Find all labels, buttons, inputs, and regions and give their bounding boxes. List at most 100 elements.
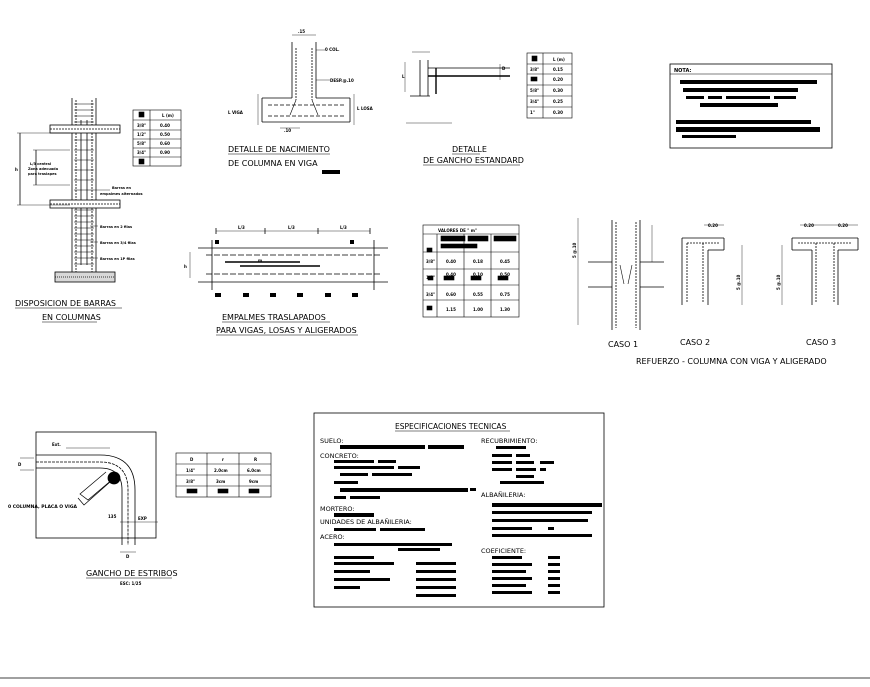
- col-table-cell: 0.60: [160, 141, 170, 146]
- column-note-1: L/3 central: [30, 162, 51, 166]
- case1-side: 5 @.10: [572, 243, 577, 258]
- specs-title: ESPECIFICACIONES TECNICAS: [395, 422, 507, 431]
- birth-dim-bottom: .10: [284, 128, 291, 133]
- column-stirrup-3: Barras en 1P filas: [100, 257, 135, 261]
- stirrup-label-col: 0 COLUMNA, PLACA O VIGA: [8, 504, 78, 510]
- values-cell: 0.18: [473, 259, 483, 264]
- stirrup-table-cell: r: [222, 457, 224, 462]
- column-side-letter: h: [15, 167, 18, 172]
- note-box: [669, 63, 833, 149]
- standard-hook-detail: [404, 51, 510, 124]
- values-cell: 1.15: [446, 307, 456, 312]
- spec-acero: ACERO:: [320, 533, 345, 541]
- hook-table-cell: 0.20: [553, 77, 563, 82]
- splice-letter-m: m: [258, 258, 262, 263]
- specs-frame: [313, 412, 605, 608]
- note-title: NOTA:: [674, 68, 691, 74]
- hook-title-1: DETALLE: [452, 145, 487, 154]
- hook-table-cell: 5/8": [530, 88, 539, 93]
- values-cell: 3/4": [426, 292, 435, 297]
- splice-dim-3: L/3: [340, 225, 347, 230]
- col-table-header: L (m): [162, 113, 174, 118]
- columns-title-1: DISPOSICION DE BARRAS: [15, 299, 116, 308]
- column-note-4: Barras en: [112, 186, 132, 190]
- values-table-header: VALORES DE " m": [438, 228, 477, 233]
- values-cell: 0.40: [446, 259, 456, 264]
- birth-label-viga: L VIGA: [228, 110, 244, 115]
- column-bars-detail: [17, 98, 121, 283]
- reinforcement-title: REFUERZO - COLUMNA CON VIGA Y ALIGERADO: [636, 357, 827, 366]
- case-3-label: CASO 3: [806, 338, 836, 347]
- spec-suelo: SUELO:: [320, 437, 344, 445]
- column-lap-table: [132, 109, 182, 167]
- stirrup-table: [175, 452, 272, 498]
- hook-table: [526, 52, 573, 119]
- splices-title-1: EMPALMES TRASLAPADOS: [222, 313, 326, 322]
- values-cell: 1.00: [473, 307, 483, 312]
- col-table-cell: 5/8": [137, 141, 146, 146]
- case3-dim-b: 0.20: [838, 223, 848, 228]
- birth-label-col: 0 COL.: [325, 47, 340, 52]
- hook-letter-a: L: [402, 74, 405, 79]
- column-birth-detail: [257, 34, 355, 129]
- values-cell: 3/8": [426, 259, 435, 264]
- case3-dim-a: 0.20: [804, 223, 814, 228]
- case2-side: 5 @.10: [736, 275, 741, 290]
- stirrup-hook-detail: [20, 431, 158, 553]
- case2-dim: 0.20: [708, 223, 718, 228]
- hook-table-cell: 3/8": [530, 67, 539, 72]
- column-note-5: empalmes alternados: [100, 192, 143, 196]
- birth-title-1: DETALLE DE NACIMIENTO: [228, 145, 330, 154]
- values-cell: 0.75: [500, 292, 510, 297]
- stirrup-table-cell: D: [190, 457, 194, 462]
- stirrup-letter-d2: D: [18, 462, 22, 467]
- hook-title-2: DE GANCHO ESTANDARD: [423, 156, 524, 165]
- column-ties: [74, 103, 94, 265]
- reinforcement-case-2: [681, 224, 743, 305]
- col-table-cell: 1/2": [137, 132, 146, 137]
- stirrup-label-ext: Ext.: [52, 442, 61, 447]
- stirrup-table-cell: 6.0cm: [247, 468, 261, 473]
- columns-title-2: EN COLUMNAS: [42, 313, 101, 322]
- column-note-2: Zona adecuada: [28, 167, 59, 171]
- values-cell: 1/2": [426, 275, 435, 280]
- col-table-cell: 0.40: [160, 123, 170, 128]
- spec-albanileria: ALBAÑILERIA:: [481, 490, 525, 499]
- stirrup-scale: ESC: 1/25: [120, 581, 142, 586]
- case-2-label: CASO 2: [680, 338, 710, 347]
- stirrup-title: GANCHO DE ESTRIBOS: [86, 569, 178, 578]
- birth-title-2: DE COLUMNA EN VIGA: [228, 159, 318, 168]
- splice-dim-2: L/3: [288, 225, 295, 230]
- column-stirrup-1: Barras en 2 filas: [100, 225, 132, 229]
- values-m-table: [422, 224, 520, 318]
- reinforcement-case-1: [577, 218, 664, 330]
- stirrup-table-cell: 1/4": [186, 468, 195, 473]
- hook-table-cell: 0.25: [553, 99, 563, 104]
- spec-mortero: MORTERO:: [320, 505, 355, 513]
- spec-concreto: CONCRETO:: [320, 452, 359, 460]
- hook-table-cell: 0.30: [553, 110, 563, 115]
- values-cell: 0.55: [473, 292, 483, 297]
- stirrup-table-cell: 9cm: [249, 479, 258, 484]
- case3-side: 5 @.10: [776, 275, 781, 290]
- birth-dim-top: .15: [298, 29, 305, 34]
- spec-unidades: UNIDADES DE ALBAÑILERIA:: [320, 517, 412, 526]
- stirrup-table-cell: 2.0cm: [214, 468, 228, 473]
- stirrup-letter-d: D: [126, 554, 130, 559]
- values-cell: 0.60: [446, 292, 456, 297]
- hook-letter-b: D: [502, 66, 506, 71]
- stirrup-label-exp: EXP: [138, 516, 147, 521]
- stirrup-table-cell: 3/8": [186, 479, 195, 484]
- splice-marks: [215, 240, 358, 297]
- values-cell: 0.10: [473, 272, 483, 277]
- case-1-label: CASO 1: [608, 340, 638, 349]
- values-cell: 0.40: [446, 272, 456, 277]
- hook-table-header: L (m): [553, 57, 565, 62]
- reinforcement-case-3: [781, 224, 859, 305]
- col-table-cell: 3/4": [137, 150, 146, 155]
- hook-table-cell: 3/4": [530, 99, 539, 104]
- splice-dim-1: L/3: [238, 225, 245, 230]
- birth-label-losa: L LOSA: [357, 106, 374, 111]
- values-cell: 0.45: [500, 259, 510, 264]
